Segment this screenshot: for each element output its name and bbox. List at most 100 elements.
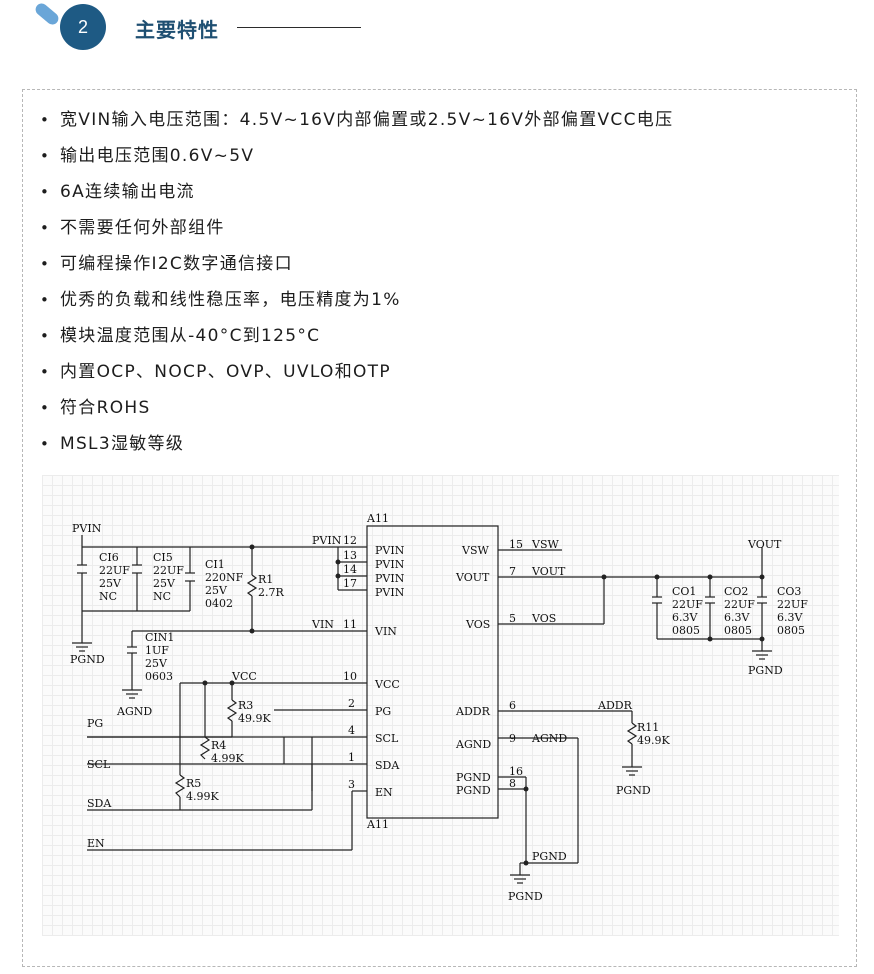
content-box — [22, 89, 857, 967]
section-title: 主要特性 — [135, 18, 219, 42]
pin-number: 16 — [509, 765, 523, 778]
bullet-icon: • — [40, 291, 51, 309]
component-label: R3 — [238, 699, 253, 712]
pin-number: 4 — [348, 724, 355, 737]
feature-item: •优秀的负载和线性稳压率，电压精度为1% — [40, 286, 673, 322]
net-label: PVIN — [312, 534, 342, 547]
net-label: SCL — [87, 758, 111, 771]
feature-item: •不需要任何外部组件 — [40, 214, 673, 250]
component-label: CI5 — [153, 551, 173, 564]
pin-number: 11 — [343, 618, 357, 631]
feature-text: 模块温度范围从-40°C到125°C — [60, 326, 321, 346]
net-label: PG — [87, 717, 103, 730]
component-label: 49.9K — [238, 712, 271, 725]
feature-item: •内置OCP、NOCP、OVP、UVLO和OTP — [40, 358, 673, 394]
net-label: SDA — [87, 797, 112, 810]
feature-text: 输出电压范围0.6V~5V — [60, 146, 255, 166]
circuit-schematic: A11 A11 PVIN PVIN PVIN PVIN VIN VCC PG S… — [42, 475, 839, 936]
pin-number: 6 — [509, 699, 516, 712]
component-label: 6.3V — [672, 611, 698, 624]
section-header: 2 主要特性 — [0, 0, 874, 60]
feature-text: 符合ROHS — [60, 398, 151, 418]
net-label: VOUT — [747, 538, 782, 551]
component-label: R11 — [637, 721, 659, 734]
component-label: CO3 — [777, 585, 801, 598]
feature-item: • 模块温度范围从-40°C到125°C — [40, 322, 673, 358]
pin-name: VIN — [374, 625, 397, 638]
bullet-icon: • — [40, 327, 51, 345]
ground-label: PGND — [508, 890, 543, 903]
feature-text: MSL3湿敏等级 — [60, 434, 185, 454]
ground-label: PGND — [616, 784, 651, 797]
chip-ref-bottom: A11 — [366, 818, 389, 831]
pin-number: 17 — [343, 577, 357, 590]
feature-item: •宽VIN输入电压范围：4.5V~16V内部偏置或2.5V~16V外部偏置VCC… — [40, 106, 673, 142]
component-label: 4.99K — [211, 752, 244, 765]
section-number-badge: 2 — [60, 4, 106, 50]
pin-name: VCC — [374, 678, 400, 691]
feature-item: • 输出电压范围0.6V~5V — [40, 142, 673, 178]
bullet-icon: • — [40, 255, 51, 273]
component-label: 22UF — [724, 598, 755, 611]
component-label: 1UF — [145, 644, 169, 657]
bullet-icon: • — [40, 399, 51, 417]
schematic-drawing: A11 A11 PVIN PVIN PVIN PVIN VIN VCC PG S… — [70, 512, 808, 903]
net-label: VIN — [311, 618, 334, 631]
pin-name: SDA — [375, 759, 400, 772]
bullet-icon: • — [40, 147, 51, 165]
component-label: 22UF — [99, 564, 130, 577]
accent-pill-icon — [33, 1, 61, 27]
pin-name: PGND — [456, 784, 491, 797]
feature-list: •宽VIN输入电压范围：4.5V~16V内部偏置或2.5V~16V外部偏置VCC… — [40, 106, 673, 466]
component-label: CIN1 — [145, 631, 174, 644]
pin-name: PVIN — [375, 572, 405, 585]
component-label: 25V — [145, 657, 168, 670]
component-label: CI6 — [99, 551, 119, 564]
pin-name: PGND — [456, 771, 491, 784]
pin-name: AGND — [455, 738, 491, 751]
feature-text: 不需要任何外部组件 — [60, 218, 225, 238]
feature-item: •6A连续输出电流 — [40, 178, 673, 214]
component-label: CI1 — [205, 558, 225, 571]
pin-number: 1 — [348, 751, 355, 764]
ground-label: PGND — [748, 664, 783, 677]
component-label: 2.7R — [258, 586, 284, 599]
component-label: 0805 — [724, 624, 752, 637]
component-label: 22UF — [672, 598, 703, 611]
pin-name: PVIN — [375, 558, 405, 571]
component-label: NC — [99, 590, 117, 603]
component-label: 0805 — [672, 624, 700, 637]
component-label: 6.3V — [777, 611, 803, 624]
pin-name: VOUT — [455, 571, 490, 584]
chip-ref-top: A11 — [366, 512, 389, 525]
component-label: R5 — [186, 777, 201, 790]
component-label: NC — [153, 590, 171, 603]
title-underline — [237, 27, 361, 28]
pin-name: VOS — [465, 618, 490, 631]
chip-body — [366, 525, 499, 819]
component-label: 25V — [99, 577, 122, 590]
ground-label: PGND — [70, 653, 105, 666]
feature-item: •MSL3湿敏等级 — [40, 430, 673, 466]
pin-name: VSW — [461, 544, 489, 557]
component-label: 4.99K — [186, 790, 219, 803]
component-label: 25V — [153, 577, 176, 590]
net-label: PVIN — [72, 522, 102, 535]
component-label: 0402 — [205, 597, 233, 610]
pin-number: 12 — [343, 534, 357, 547]
component-label: R4 — [211, 739, 226, 752]
pin-name: ADDR — [455, 705, 491, 718]
component-label: R1 — [258, 573, 273, 586]
pin-number: 10 — [343, 670, 357, 683]
component-label: 49.9K — [637, 734, 670, 747]
pin-number: 5 — [509, 612, 516, 625]
net-label: VSW — [531, 538, 559, 551]
component-label: 220NF — [205, 571, 244, 584]
pin-name: PG — [375, 705, 391, 718]
net-label: ADDR — [597, 699, 633, 712]
net-label: VOS — [531, 612, 556, 625]
pin-number: 13 — [343, 549, 357, 562]
feature-text: 6A连续输出电流 — [60, 182, 195, 202]
bullet-icon: • — [40, 111, 51, 129]
feature-item: • 符合ROHS — [40, 394, 673, 430]
